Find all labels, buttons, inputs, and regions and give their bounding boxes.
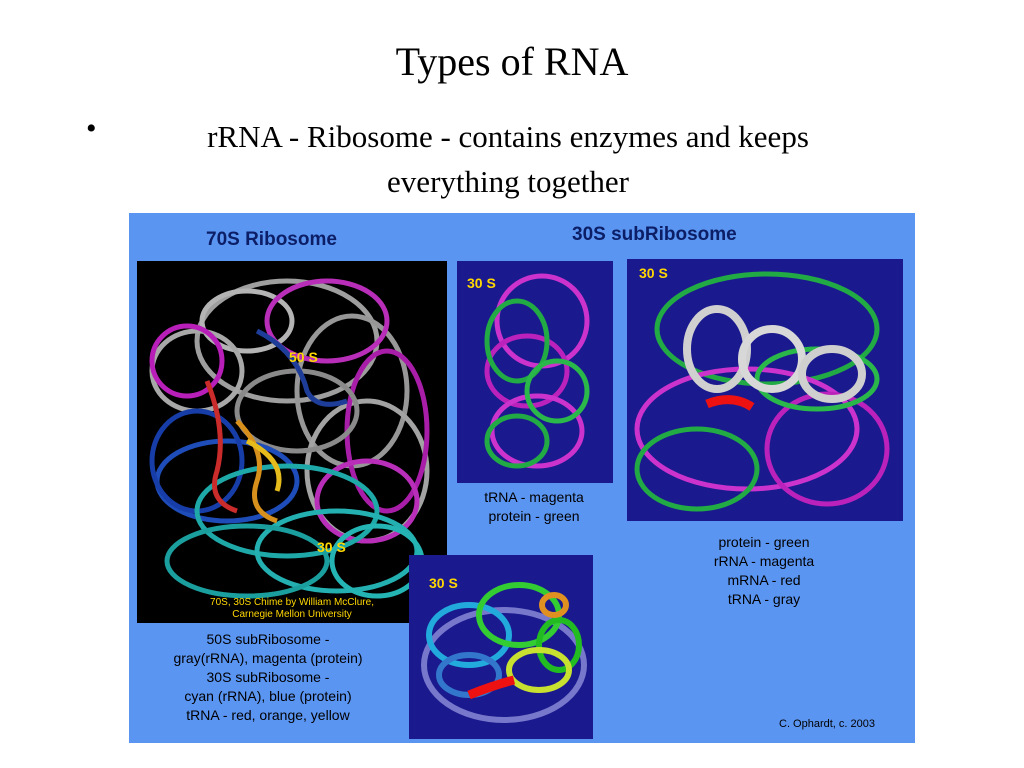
caption-70s: 50S subRibosome - gray(rRNA), magenta (p… <box>137 630 399 725</box>
caption-70s-line-4: cyan (rRNA), blue (protein) <box>184 688 352 704</box>
caption-70s-line-3: 30S subRibosome - <box>206 669 330 685</box>
label-30s-right: 30 S <box>639 265 668 281</box>
slide-title: Types of RNA <box>395 39 629 84</box>
image-credit-line-1: 70S, 30S Chime by William McClure, <box>210 597 374 608</box>
bullet-text-line-1: rRNA - Ribosome - contains enzymes and k… <box>207 119 809 154</box>
bullet-text: rRNA - Ribosome - contains enzymes and k… <box>118 114 898 204</box>
caption-30s-mrna: protein - green rRNA - magenta mRNA - re… <box>669 533 859 609</box>
ribosome-30s-mrna-image: 30 S <box>627 259 903 521</box>
caption-30s-trna-line-1: tRNA - magenta <box>484 489 584 505</box>
ribosome-figure: 70S Ribosome 30S subRibosome <box>129 213 915 743</box>
ribosome-30s-protein-image: 30 S <box>409 555 593 739</box>
ribosome-70s-image: 50 S 30 S 70S, 30S Chime by William McCl… <box>137 261 447 623</box>
caption-30s-mrna-line-4: tRNA - gray <box>727 591 801 607</box>
figure-title-70s: 70S Ribosome <box>206 229 337 250</box>
caption-70s-line-1: 50S subRibosome - <box>206 631 330 647</box>
caption-30s-mrna-line-1: protein - green <box>718 534 810 550</box>
caption-30s-trna: tRNA - magenta protein - green <box>449 488 619 526</box>
caption-70s-line-5: tRNA - red, orange, yellow <box>186 707 350 723</box>
caption-30s-mrna-line-3: mRNA - red <box>727 572 801 588</box>
label-30s-middle: 30 S <box>467 275 496 291</box>
label-50s: 50 S <box>289 349 318 365</box>
ribosome-30s-trna-image: 30 S <box>457 261 613 483</box>
image-credit: 70S, 30S Chime by William McClure, Carne… <box>157 597 427 621</box>
caption-30s-mrna-line-2: rRNA - magenta <box>713 553 815 569</box>
caption-70s-line-2: gray(rRNA), magenta (protein) <box>173 650 363 666</box>
label-30s-bottom: 30 S <box>429 575 458 591</box>
image-credit-line-2: Carnegie Mellon University <box>232 609 352 620</box>
figure-title-30s: 30S subRibosome <box>572 224 737 245</box>
bullet-text-line-2: everything together <box>387 164 629 199</box>
caption-30s-trna-line-2: protein - green <box>488 508 580 524</box>
copyright: C. Ophardt, c. 2003 <box>779 718 875 730</box>
bullet-dot: • <box>86 112 97 145</box>
label-30s-70s: 30 S <box>317 539 346 555</box>
